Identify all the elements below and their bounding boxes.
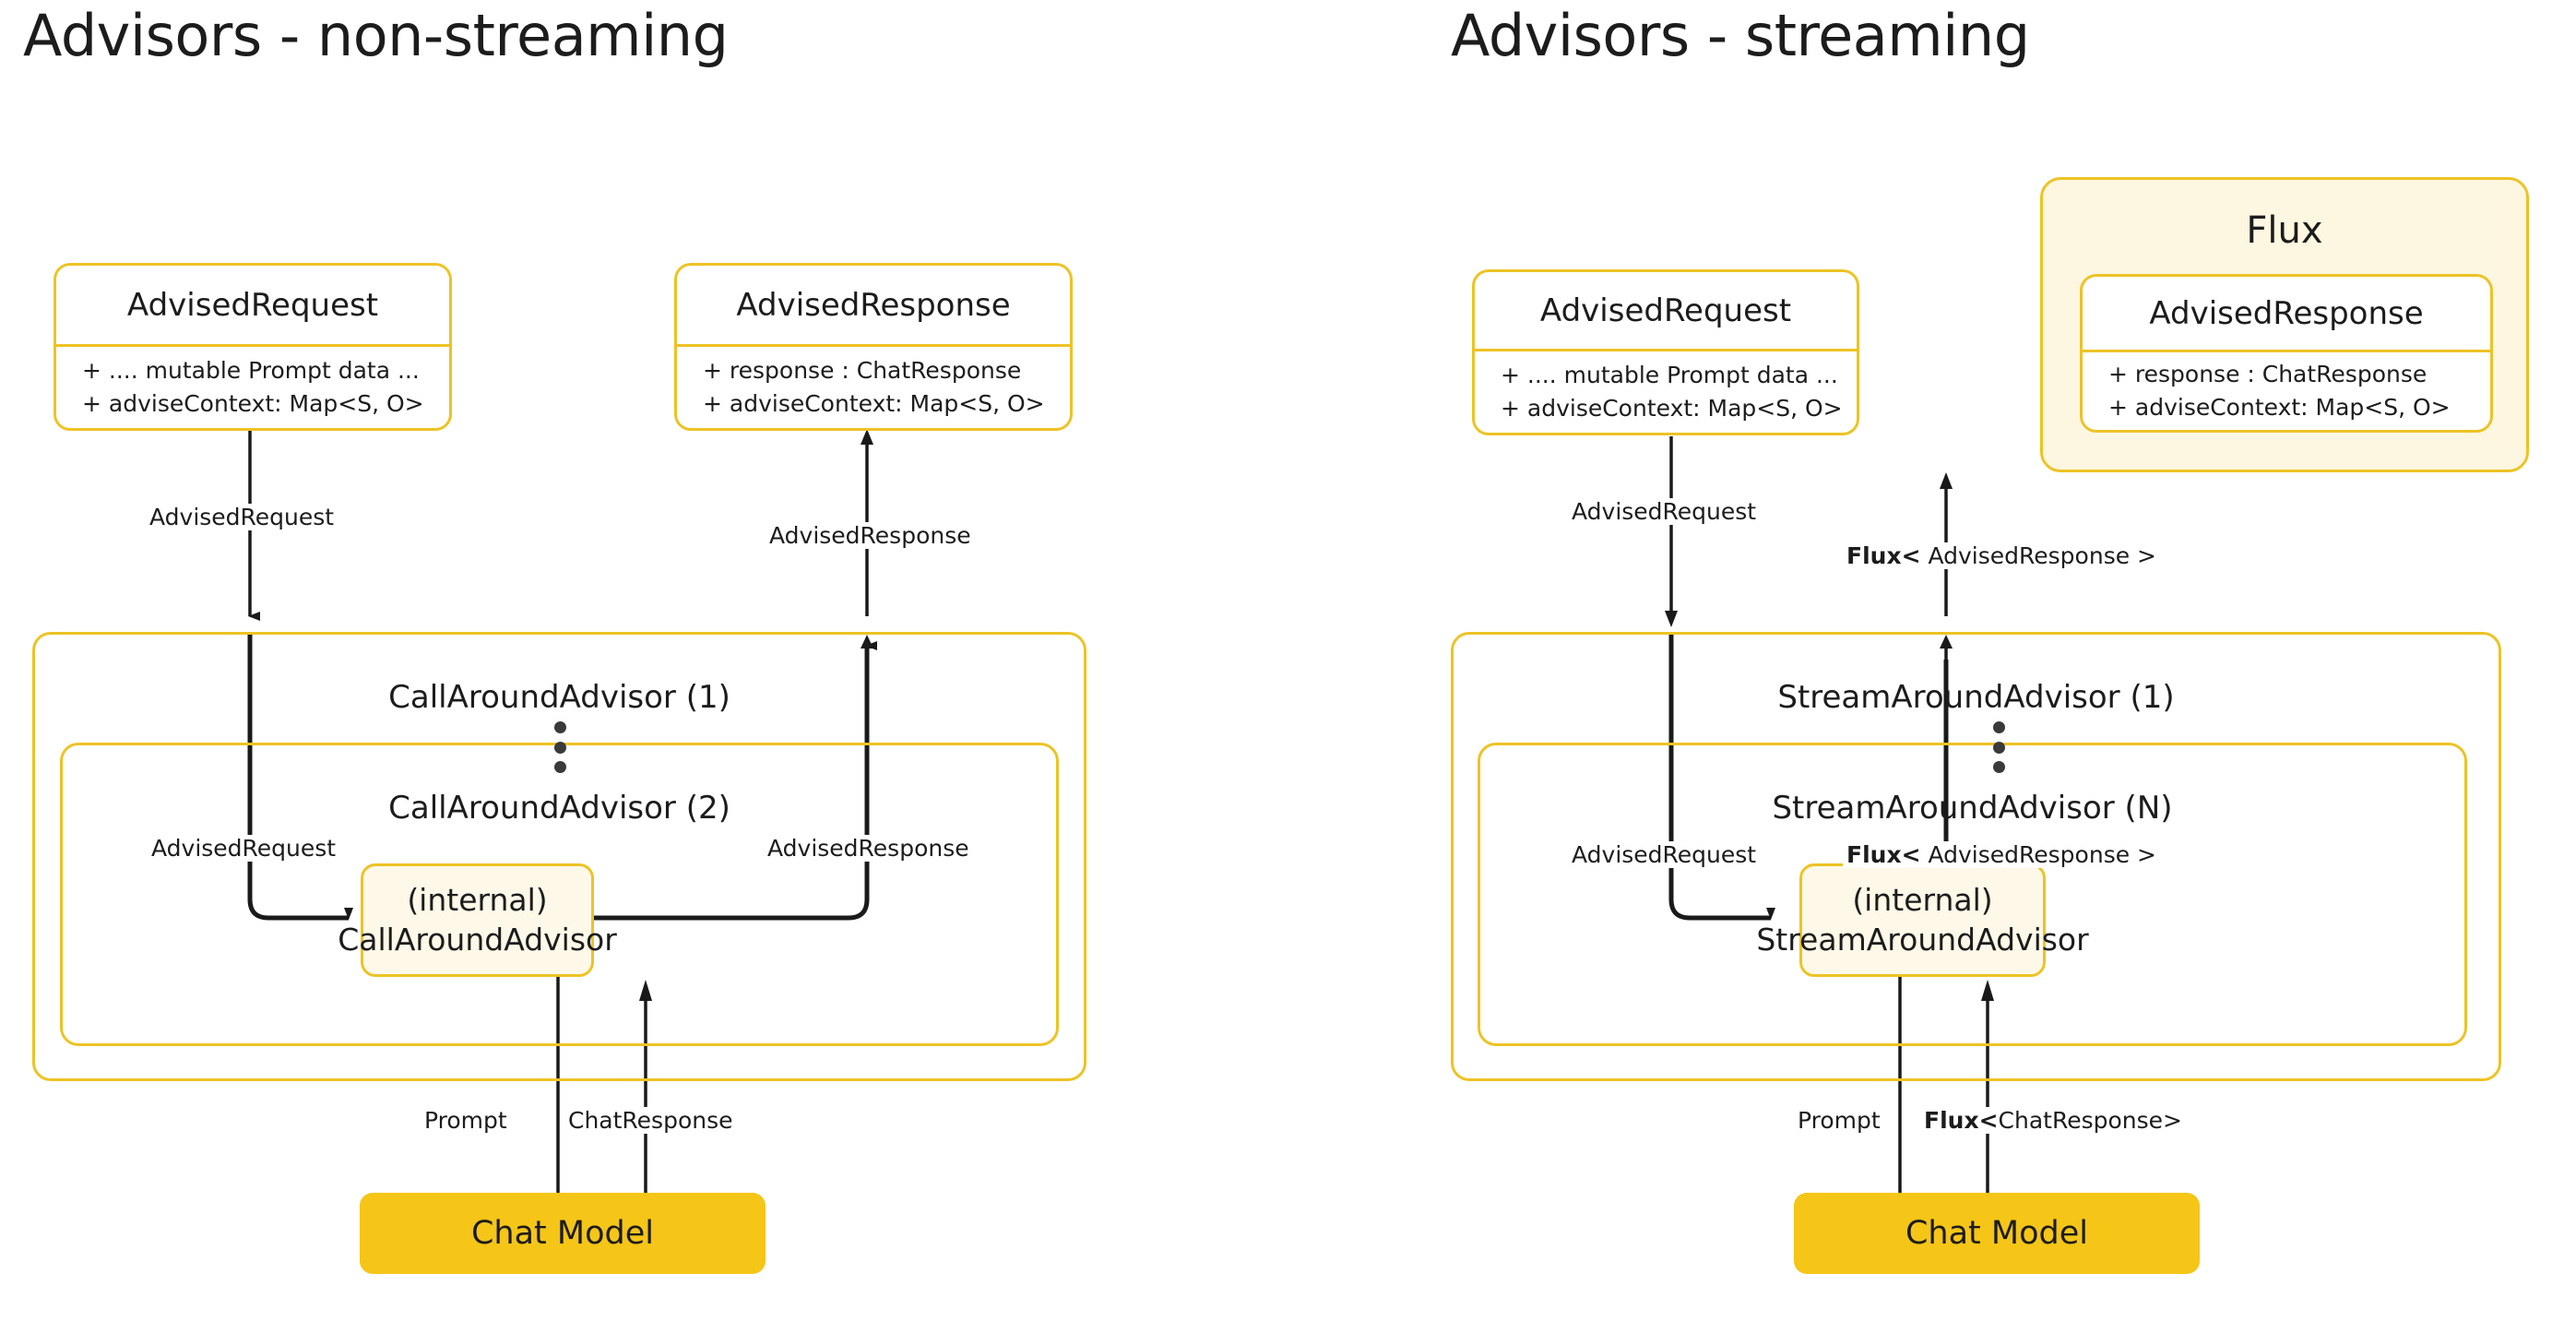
flux-generic-arg: AdvisedResponse > [1920, 542, 2156, 569]
left-advisor-outer-label: CallAroundAdvisor (1) [388, 679, 730, 716]
right-advised-request-box: AdvisedRequest + .... mutable Prompt dat… [1472, 269, 1859, 435]
right-advised-response-attrs: + response : ChatResponse + adviseContex… [2083, 352, 2490, 430]
internal-line-2: CallAroundAdvisor [338, 921, 617, 958]
right-advised-request-attrs: + .... mutable Prompt data ... + adviseC… [1475, 351, 1857, 433]
right-edge-label-chat-response: Flux<ChatResponse> [1920, 1107, 2186, 1134]
attr-line: + adviseContext: Map<S, O> [2108, 394, 2451, 421]
attr-line: + adviseContext: Map<S, O> [82, 390, 424, 417]
left-advised-response-title: AdvisedResponse [677, 266, 1070, 347]
left-edge-label-response-inner: AdvisedResponse [764, 835, 973, 862]
left-advisor-inner-label: CallAroundAdvisor (2) [388, 790, 730, 827]
left-edge-label-request-top: AdvisedRequest [146, 504, 338, 530]
right-internal-advisor-box: (internal) StreamAroundAdvisor [1756, 863, 2089, 977]
internal-line-2: StreamAroundAdvisor [1756, 921, 2089, 958]
left-advised-response-attrs: + response : ChatResponse + adviseContex… [677, 347, 1070, 428]
right-flux-label: Flux [2246, 209, 2323, 252]
right-advisor-chain-inner [1478, 743, 2467, 1046]
flux-generic-arg: ChatResponse> [1998, 1107, 2182, 1134]
left-advised-response-box: AdvisedResponse + response : ChatRespons… [674, 263, 1073, 431]
right-chain-ellipsis-icon [1992, 721, 2005, 773]
right-edge-label-request-inner: AdvisedRequest [1568, 841, 1761, 868]
attr-line: + adviseContext: Map<S, O> [1501, 395, 1843, 422]
left-advised-request-box: AdvisedRequest + .... mutable Prompt dat… [53, 263, 452, 431]
attr-line: + adviseContext: Map<S, O> [703, 390, 1045, 417]
right-edge-label-response-top: Flux< AdvisedResponse > [1843, 542, 2160, 569]
right-advised-response-title: AdvisedResponse [2083, 277, 2490, 352]
right-advisor-outer-label: StreamAroundAdvisor (1) [1777, 679, 2175, 716]
left-advised-request-attrs: + .... mutable Prompt data ... + adviseC… [56, 347, 449, 428]
left-chain-ellipsis-icon [553, 721, 566, 773]
right-advised-request-title: AdvisedRequest [1475, 272, 1857, 351]
left-edge-label-response-top: AdvisedResponse [766, 522, 975, 549]
left-edge-label-prompt: Prompt [421, 1107, 511, 1134]
left-chat-model-box: Chat Model [360, 1193, 766, 1274]
attr-line: + response : ChatResponse [2108, 360, 2428, 387]
right-panel-title: Advisors - streaming [1451, 2, 2030, 69]
right-edge-label-request-top: AdvisedRequest [1568, 498, 1761, 525]
left-internal-advisor-box: (internal) CallAroundAdvisor [338, 863, 617, 977]
right-advised-response-box: AdvisedResponse + response : ChatRespons… [2080, 274, 2493, 433]
internal-line-1: (internal) [407, 882, 548, 919]
left-edge-label-chat-response: ChatResponse [564, 1107, 737, 1134]
left-advisor-chain-outer [32, 632, 1086, 1081]
attr-line: + response : ChatResponse [703, 356, 1022, 384]
attr-line: + .... mutable Prompt data ... [82, 356, 420, 384]
attr-line: + .... mutable Prompt data ... [1501, 361, 1838, 388]
right-advisor-inner-label: StreamAroundAdvisor (N) [1772, 790, 2173, 827]
flux-keyword: Flux< [1846, 841, 1921, 868]
left-panel-title: Advisors - non-streaming [23, 2, 729, 69]
left-advised-request-title: AdvisedRequest [56, 266, 449, 347]
flux-keyword: Flux< [1924, 1107, 1999, 1134]
internal-line-1: (internal) [1852, 882, 1993, 919]
right-edge-label-prompt: Prompt [1794, 1107, 1884, 1134]
right-edge-label-response-inner: Flux< AdvisedResponse > [1843, 841, 2160, 868]
left-edge-label-request-inner: AdvisedRequest [148, 835, 340, 862]
right-advisor-chain-outer [1451, 632, 2501, 1081]
flux-keyword: Flux< [1846, 542, 1921, 569]
flux-generic-arg: AdvisedResponse > [1920, 841, 2156, 868]
right-chat-model-box: Chat Model [1794, 1193, 2200, 1274]
